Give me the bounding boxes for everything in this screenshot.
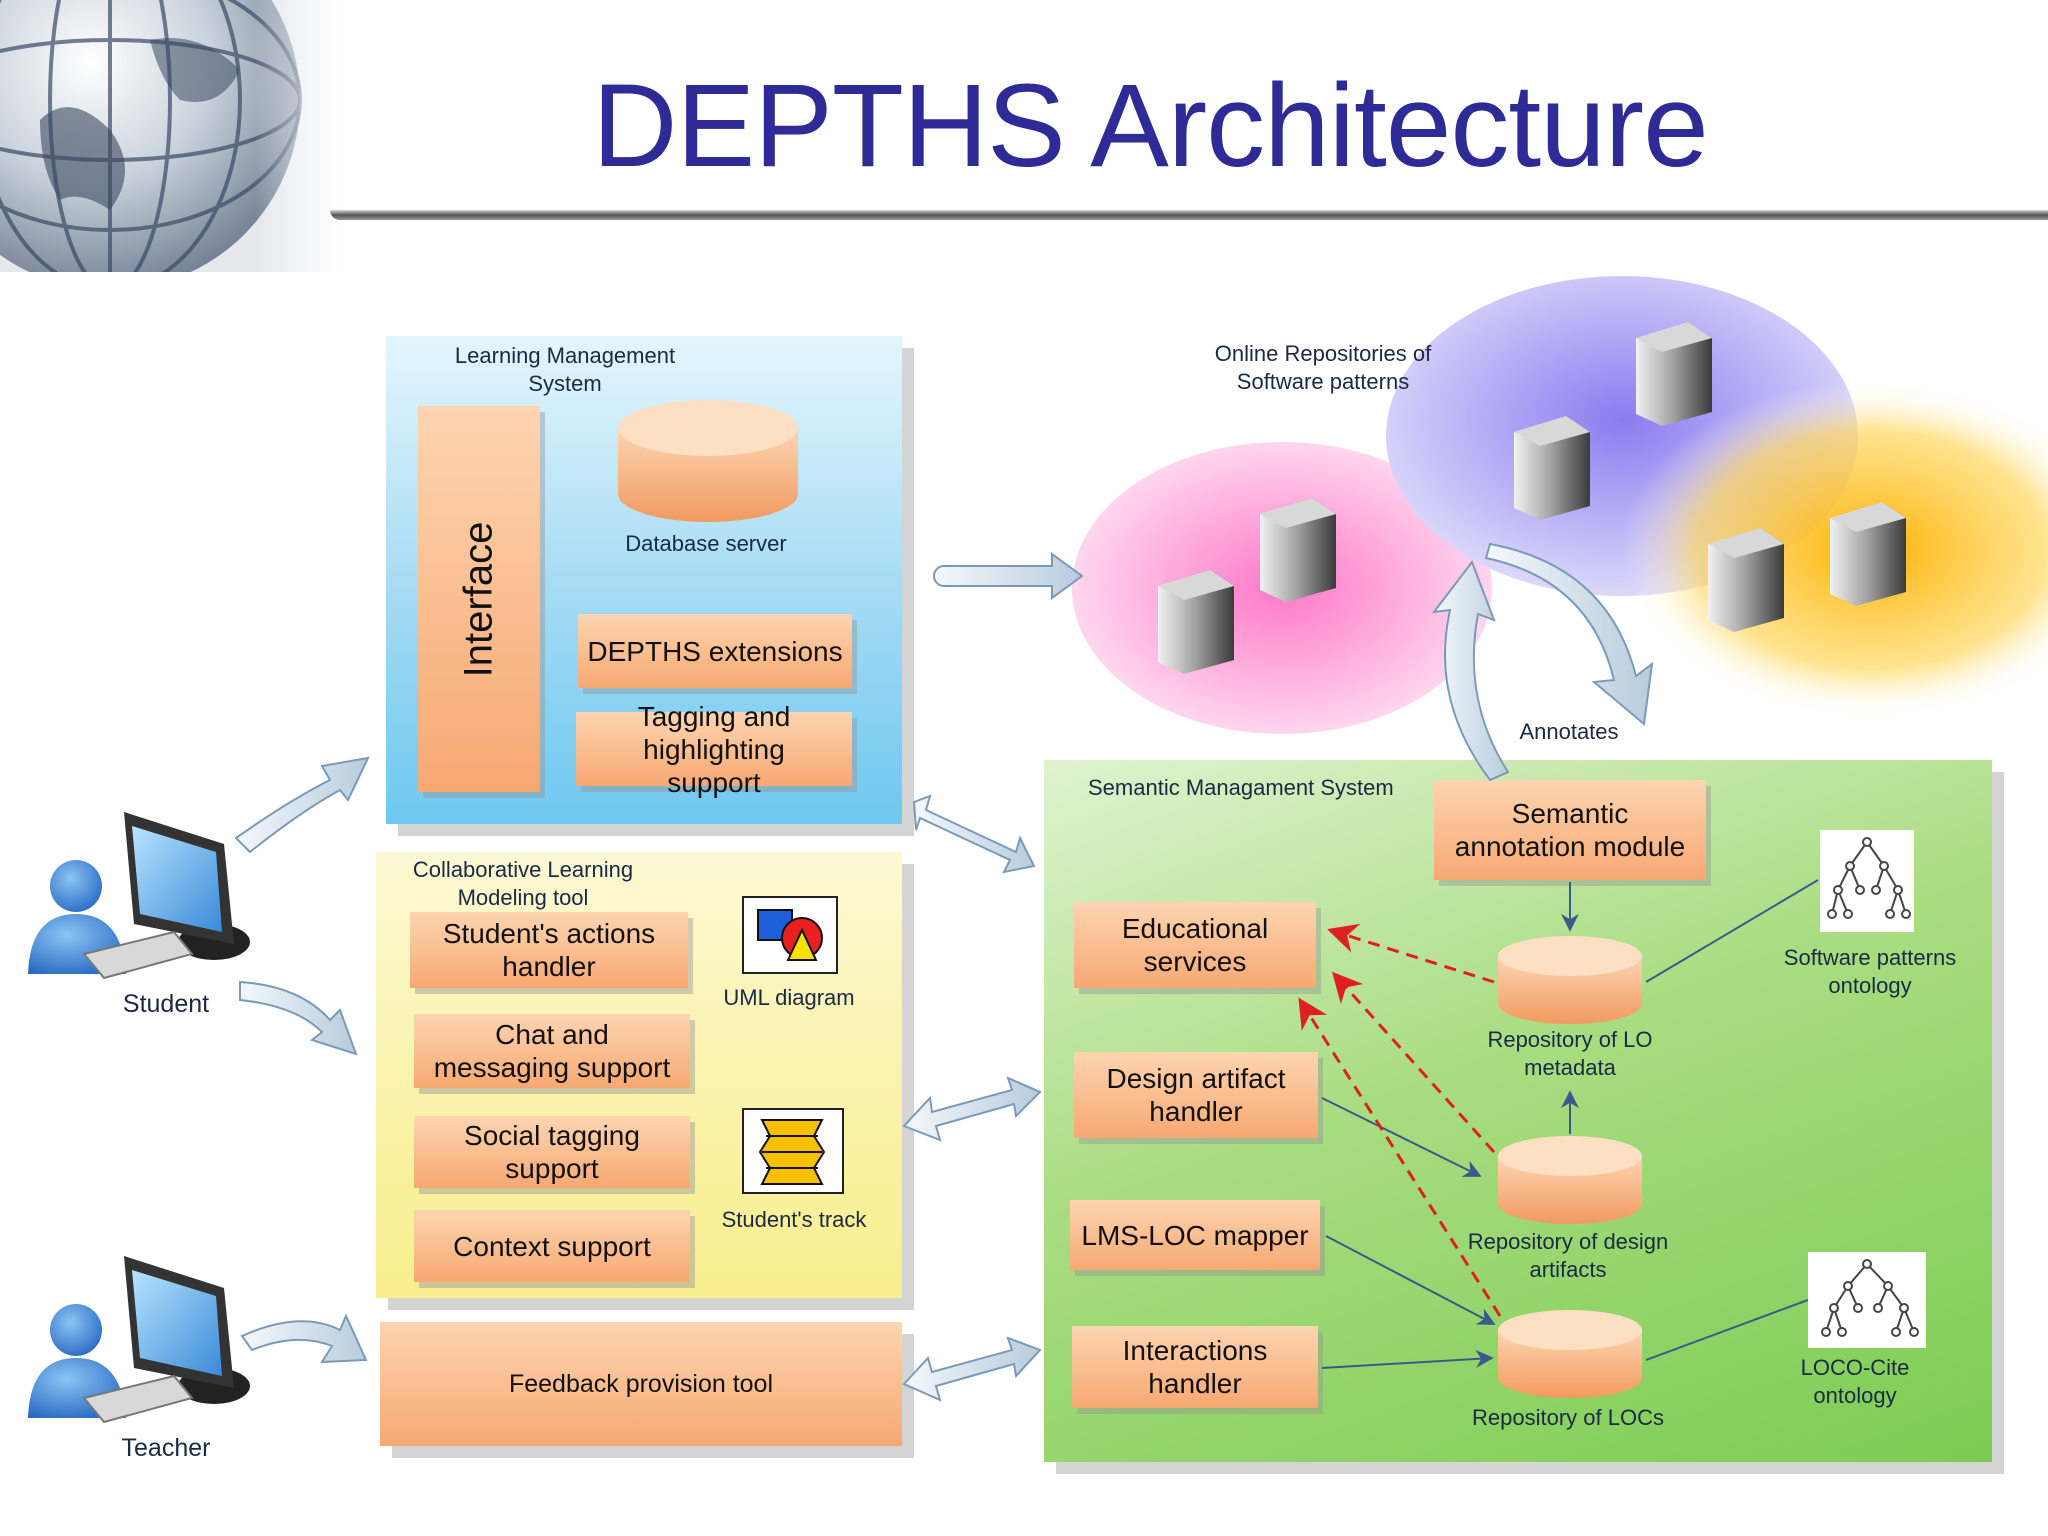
social-tagging-box[interactable]: Social tagging support [414,1116,690,1188]
interface-label: Interface [456,521,501,677]
teacher-computer-icon [28,1256,250,1424]
lms-label: Learning Management System [454,343,676,396]
page-title: DEPTHS Architecture [592,60,1708,192]
double-arrow-icon [902,1076,1042,1142]
feedback-provision-tool-box[interactable]: Feedback provision tool [380,1322,902,1446]
curved-arrow-icon [234,756,370,854]
double-arrow-icon [912,794,1036,874]
sms-label: Semantic Managament System [1088,775,1394,800]
students-track-icon [742,1108,844,1194]
server-icon [1514,416,1590,520]
title-divider [330,210,2048,220]
students-track-label: Student's track [721,1207,867,1232]
curved-arrow-icon [240,1313,368,1364]
repository-design-artifacts-icon [1498,1136,1642,1224]
server-icon [1636,322,1712,426]
context-support-box[interactable]: Context support [414,1210,690,1282]
server-icon [1708,528,1784,632]
repository-design-artifacts-label: Repository of design artifacts [1467,1229,1669,1282]
server-icon [1830,502,1906,606]
online-repositories-label: Online Repositories of Software patterns [1214,341,1432,394]
loco-cite-ontology-label: LOCO-Cite ontology [1800,1355,1910,1408]
design-artifact-handler-box[interactable]: Design artifact handler [1074,1052,1318,1138]
software-patterns-ontology-icon [1820,830,1914,932]
tagging-highlighting-box[interactable]: Tagging and highlighting support [576,701,852,798]
chat-messaging-box[interactable]: Chat and messaging support [414,1014,690,1088]
student-computer-icon [28,812,250,980]
student-actions-handler-box[interactable]: Student's actions handler [410,912,688,988]
repository-lo-metadata-label: Repository of LO metadata [1487,1027,1653,1080]
repository-lo-metadata-icon [1498,936,1642,1024]
repository-locs-icon [1498,1310,1642,1398]
double-arrow-icon [902,1336,1042,1402]
uml-diagram-icon [742,896,838,974]
loco-cite-ontology-icon [1808,1252,1926,1348]
repository-locs-label: Repository of LOCs [1472,1405,1664,1430]
student-label: Student [122,990,210,1018]
semantic-annotation-module-box[interactable]: Semantic annotation module [1434,780,1706,880]
uml-diagram-label: UML diagram [723,985,855,1010]
interface-box[interactable]: Interface [418,406,540,792]
globe-icon [0,0,340,272]
server-icon [1260,498,1336,602]
clmt-label: Collaborative Learning Modeling tool [412,857,634,910]
server-icon [1158,570,1234,674]
curved-arrow-icon [239,980,358,1056]
teacher-label: Teacher [121,1434,211,1462]
annotates-label: Annotates [1519,719,1619,744]
educational-services-box[interactable]: Educational services [1074,902,1316,988]
interactions-handler-box[interactable]: Interactions handler [1072,1326,1318,1408]
online-repositories-cloud [1072,276,2048,734]
depths-extensions-box[interactable]: DEPTHS extensions [578,614,852,688]
lms-loc-mapper-box[interactable]: LMS-LOC mapper [1070,1200,1320,1270]
software-patterns-ontology-label: Software patterns ontology [1783,945,1957,998]
database-server-icon [618,400,798,522]
database-server-label: Database server [625,531,787,556]
